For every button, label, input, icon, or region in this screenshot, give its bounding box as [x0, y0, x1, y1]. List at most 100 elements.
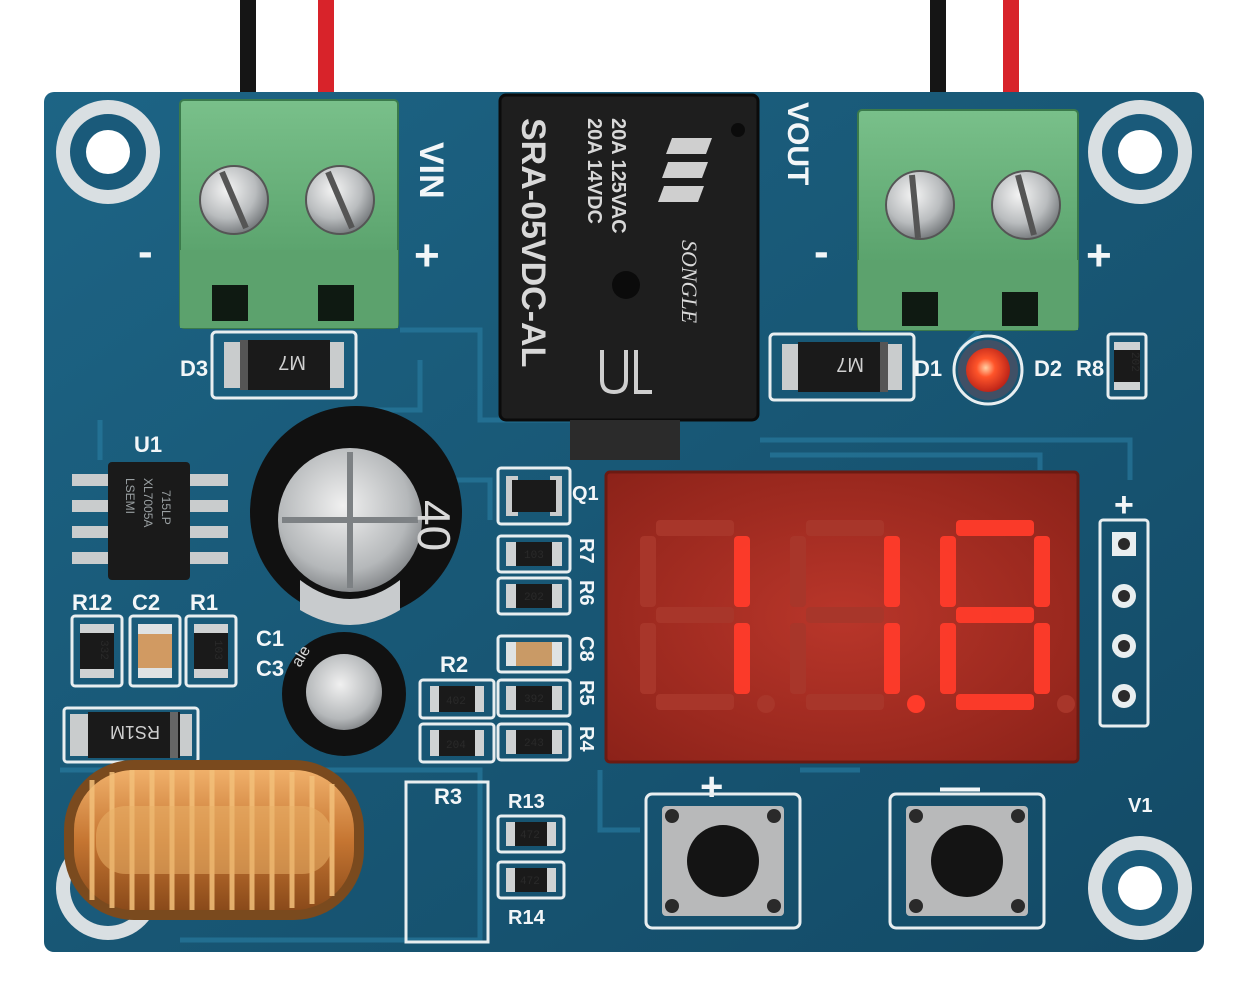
- seven-segment-display: [604, 470, 1080, 764]
- increase-button[interactable]: [644, 792, 802, 930]
- r12-label: R12: [72, 590, 112, 615]
- input-terminal-block: [179, 99, 399, 329]
- output-terminal-block: [857, 109, 1079, 331]
- resistor-r4: 243: [496, 722, 572, 762]
- pin-header: [1098, 518, 1150, 728]
- input-wires: [240, 0, 334, 110]
- digit-3-segment-a: [956, 520, 1034, 536]
- digit-3-segment-g: [956, 607, 1034, 623]
- r5-label: R5: [575, 680, 597, 706]
- transistor-q1: [496, 466, 572, 526]
- ic-marking-2: XL7005A: [141, 478, 155, 527]
- digit-3-decimal-point: [1057, 695, 1075, 713]
- digit-2-segment-b: [884, 536, 900, 607]
- digit-3-segment-c: [1034, 623, 1050, 694]
- toroid-inductor: [64, 760, 364, 920]
- r7-code: 103: [524, 550, 544, 562]
- ic-marking-3: 715LP: [159, 490, 173, 525]
- resistor-r1: 103: [184, 614, 238, 688]
- u1-label: U1: [134, 432, 162, 457]
- resistor-r2: 402: [418, 678, 496, 720]
- cap-large-mark: 40: [408, 500, 460, 551]
- d3-label: D3: [180, 356, 208, 381]
- r12-code: 332: [97, 640, 109, 660]
- digit-2-segment-a: [806, 520, 884, 536]
- vin-plus-label: +: [414, 231, 440, 280]
- display-digits: [640, 520, 1075, 713]
- c3-label: C3: [256, 656, 284, 681]
- resistor-r8: 202: [1106, 332, 1148, 400]
- screw-icon: [885, 170, 955, 240]
- digit-1-segment-b: [734, 536, 750, 607]
- digit-1-decimal-point: [757, 695, 775, 713]
- q1-label: Q1: [572, 483, 599, 505]
- r3-code: 204: [446, 740, 466, 752]
- r8-label: R8: [1076, 356, 1104, 381]
- schottky-diode: RS1M: [62, 706, 200, 764]
- digit-3-segment-b: [1034, 536, 1050, 607]
- resistor-r5: 392: [496, 678, 572, 718]
- capacitor-c8: [496, 634, 572, 674]
- resistor-r6: 202: [496, 576, 572, 616]
- digit-3-segment-e: [940, 623, 956, 694]
- r2-label: R2: [440, 652, 468, 677]
- digit-2-segment-c: [884, 623, 900, 694]
- digit-1-segment-d: [656, 694, 734, 710]
- r3-label: R3: [434, 784, 462, 809]
- r2-code: 402: [446, 696, 466, 708]
- r4-code: 243: [524, 738, 544, 750]
- mounting-hole-tr: [1088, 100, 1192, 204]
- r8-code: 202: [1128, 352, 1140, 372]
- c2-label: C2: [132, 590, 160, 615]
- digit-1-segment-a: [656, 520, 734, 536]
- d3-code: M7: [278, 351, 306, 373]
- r1-code: 103: [211, 640, 223, 660]
- r1-label: R1: [190, 590, 218, 615]
- resistor-r14: 472: [496, 860, 566, 900]
- capacitor-small: ale: [282, 632, 406, 756]
- r14-label: R14: [508, 907, 546, 929]
- digit-2-segment-g: [806, 607, 884, 623]
- resistor-r13: 472: [496, 814, 566, 854]
- resistor-r12: 332: [70, 614, 124, 688]
- digit-3-segment-d: [956, 694, 1034, 710]
- diode-d3: M7: [210, 330, 358, 400]
- ic-u1: LSEMI XL7005A 715LP: [72, 462, 228, 580]
- d1-code: M7: [836, 353, 864, 375]
- digit-3-segment-f: [940, 536, 956, 607]
- vin-label: VIN: [412, 142, 450, 199]
- r3-outline: [404, 780, 490, 944]
- button-minus-label: —: [940, 765, 980, 809]
- capacitor-large: 40: [250, 406, 462, 625]
- vout-minus-label: -: [814, 227, 829, 276]
- vout-label: VOUT: [781, 102, 814, 185]
- digit-2-segment-f: [790, 536, 806, 607]
- r6-code: 202: [524, 592, 544, 604]
- resistor-r3: 204: [418, 722, 496, 764]
- relay: SRA-05VDC-AL 20A 14VDC 20A 125VAC SONGLE: [498, 93, 760, 460]
- mounting-hole-tl: [56, 100, 160, 204]
- relay-rating-ac: 20A 125VAC: [607, 118, 629, 234]
- digit-1-segment-c: [734, 623, 750, 694]
- r14-code: 472: [520, 876, 540, 888]
- relay-model: SRA-05VDC-AL: [514, 118, 552, 367]
- r6-label: R6: [575, 580, 597, 606]
- relay-brand: SONGLE: [677, 240, 702, 324]
- ic-marking-1: LSEMI: [123, 478, 137, 514]
- digit-1-segment-g: [656, 607, 734, 623]
- diode-d1: M7: [768, 332, 916, 402]
- schottky-code: RS1M: [110, 722, 160, 742]
- digit-1-segment-e: [640, 623, 656, 694]
- decrease-button[interactable]: [888, 792, 1046, 930]
- digit-1-segment-f: [640, 536, 656, 607]
- vin-minus-label: -: [138, 227, 153, 276]
- d1-label: D1: [914, 356, 942, 381]
- r13-label: R13: [508, 791, 545, 813]
- digit-2-segment-d: [806, 694, 884, 710]
- capacitor-c2: [128, 614, 182, 688]
- r7-label: R7: [575, 538, 597, 564]
- resistor-r7: 103: [496, 534, 572, 574]
- digit-2-segment-e: [790, 623, 806, 694]
- vout-plus-label: +: [1086, 231, 1112, 280]
